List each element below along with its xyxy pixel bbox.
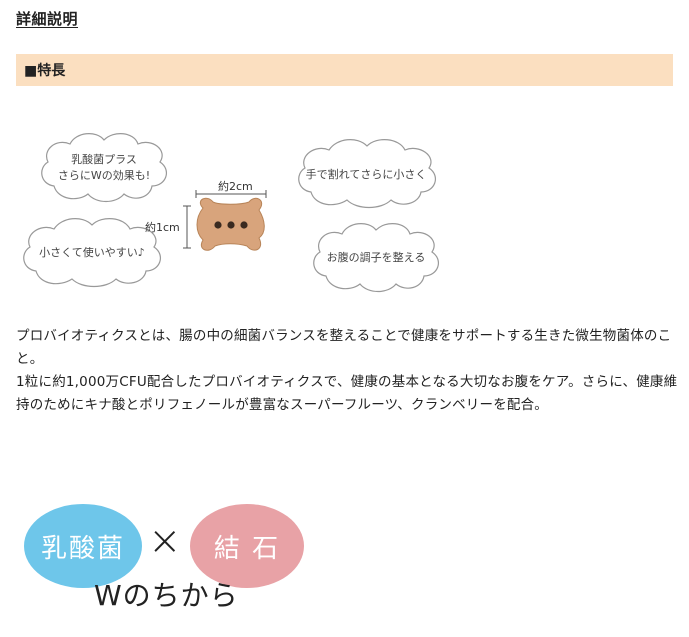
bubble-breakable: 手で割れてさらに小さく — [291, 136, 441, 214]
height-label: 約1cm — [145, 221, 180, 234]
cloud-icon — [41, 133, 168, 203]
stone-circle: 結 石 — [190, 504, 304, 588]
width-label: 約2cm — [218, 180, 253, 193]
bubble-easy-to-use: 小さくて使いやすい♪ — [16, 213, 168, 293]
brand-logo: 乳酸菌 × 結 石 Wのちから — [24, 500, 324, 620]
description-paragraph: プロバイオティクスとは、腸の中の細菌バランスを整えることで健康をサポートする生き… — [16, 328, 672, 367]
bubble-text: 手で割れてさらに小さく — [305, 168, 427, 182]
bone-biscuit-icon — [183, 190, 267, 251]
lactic-acid-label: 乳酸菌 — [40, 533, 125, 564]
biscuit-dimension-diagram: 約2cm 約1cm — [141, 178, 291, 268]
stone-label: 結 石 — [213, 533, 281, 564]
logo-tagline: Wのちから — [94, 579, 239, 612]
section-header: ■特長 — [16, 54, 673, 86]
section-title: ■特長 — [24, 63, 66, 79]
lactic-acid-circle: 乳酸菌 — [24, 504, 142, 588]
bubble-text: 小さくて使いやすい♪ — [39, 246, 145, 260]
bubble-text: 乳酸菌プラス さらにWの効果も! — [57, 153, 151, 182]
cloud-icon — [23, 218, 162, 288]
bubble-text: お腹の調子を整える — [326, 251, 426, 265]
cloud-icon — [298, 139, 437, 209]
page-title: 詳細説明 — [16, 10, 79, 28]
cloud-icon — [313, 223, 440, 293]
feature-illustration: 乳酸菌プラス さらにWの効果も! 小さくて使いやすい♪ 手で割れてさらに小さく … — [16, 118, 446, 308]
bubble-gut-health: お腹の調子を整える — [306, 218, 446, 298]
product-description: プロバイオティクスとは、腸の中の細菌バランスを整えることで健康をサポートする生き… — [16, 325, 678, 417]
bubble-lactic-plus: 乳酸菌プラス さらにWの効果も! — [34, 128, 174, 208]
description-paragraph: 1粒に約1,000万CFU配合したプロバイオティクスで、健康の基本となる大切なお… — [16, 374, 678, 413]
cross-sign: × — [148, 518, 182, 564]
